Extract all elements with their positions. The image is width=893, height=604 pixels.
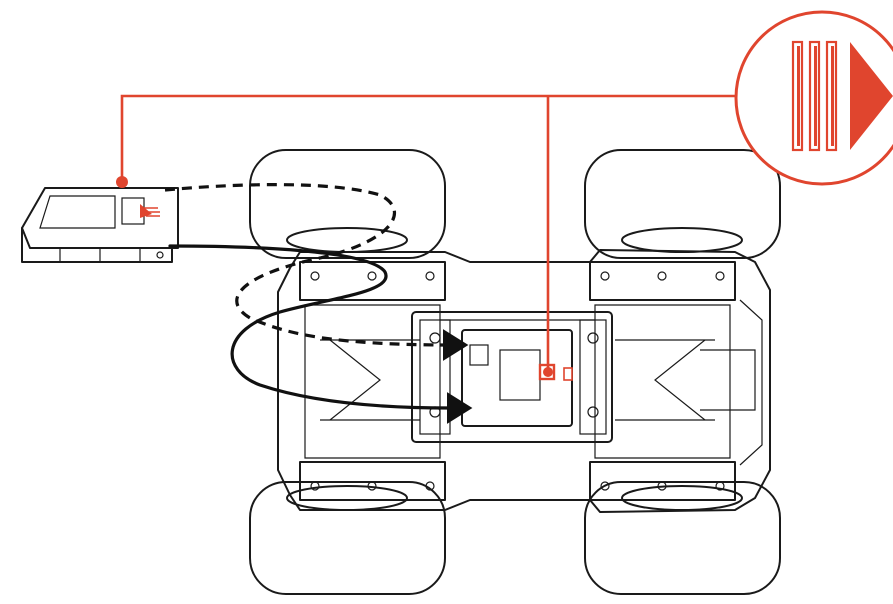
callout-lines: [116, 94, 742, 377]
wheel-rear-left: [249, 481, 446, 595]
battery-warning-label-icon: [140, 204, 160, 218]
wire-routing-solid: [168, 244, 473, 424]
insert-forward-icon: [734, 10, 893, 186]
wheel-front-left: [249, 149, 446, 259]
battery-compartment: [411, 311, 613, 443]
truck-chassis: [277, 249, 771, 513]
battery-pack: [21, 187, 179, 263]
wheel-front-right: [584, 149, 781, 259]
wire-routing-dashed: [164, 183, 469, 361]
wheel-rear-right: [584, 481, 781, 595]
